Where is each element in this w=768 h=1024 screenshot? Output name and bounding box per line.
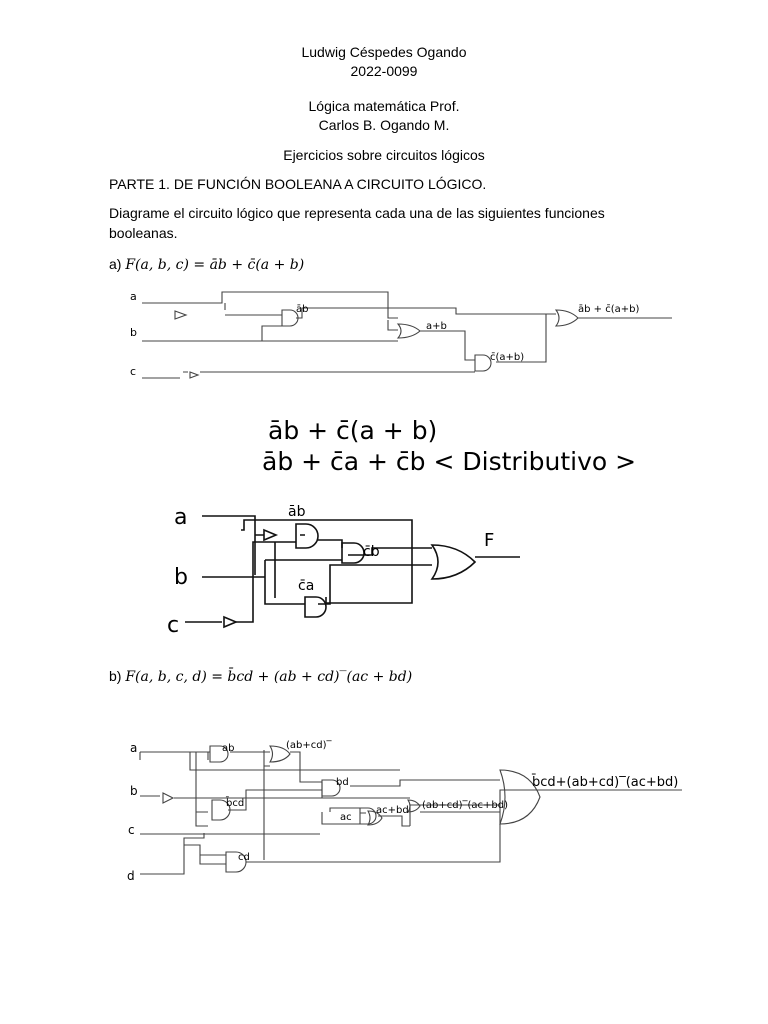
work-line-2: āb + c̄a + c̄b < Distributivo > bbox=[262, 447, 637, 476]
d3-label-bd: bd bbox=[336, 777, 349, 788]
d1-label-ab: āb bbox=[296, 304, 308, 315]
d1-input-b: b bbox=[130, 326, 137, 339]
circuit-diagram-a2: a b c āb c̄b c̄a F bbox=[167, 504, 520, 638]
course-title: Lógica matemática Prof. bbox=[308, 98, 460, 114]
d1-input-c: c bbox=[130, 365, 136, 378]
circuit-diagram-a1: a b c āb a+b c̄(a+b) āb + c̄(a+b) bbox=[130, 290, 672, 379]
professor-name: Carlos B. Ogando M. bbox=[318, 117, 450, 133]
document-subject: Ejercicios sobre circuitos lógicos bbox=[283, 147, 485, 163]
exercise-b-heading: b) F(a, b, c, d) = b̄cd + (ab + cd)‾(ac … bbox=[109, 666, 412, 687]
author-name: Ludwig Céspedes Ogando bbox=[301, 44, 467, 60]
d3-label-ac: ac bbox=[340, 812, 352, 823]
exercise-b-function: F(a, b, c, d) = b̄cd + (ab + cd)‾(ac + b… bbox=[125, 669, 413, 685]
d3-input-c: c bbox=[128, 823, 135, 837]
work-line-1: āb + c̄(a + b) bbox=[268, 416, 438, 445]
d3-input-b: b bbox=[130, 784, 138, 798]
d2-input-c: c bbox=[167, 613, 179, 638]
d3-label-not-ab-cd: (ab+cd)‾ bbox=[286, 740, 333, 751]
d3-input-d: d bbox=[127, 869, 135, 883]
d1-input-a: a bbox=[130, 290, 137, 303]
d2-input-b: b bbox=[174, 565, 188, 590]
exercise-b-label: b) bbox=[109, 668, 122, 684]
d1-label-a-or-b: a+b bbox=[426, 321, 447, 332]
d3-label-ac-or-bd: ac+bd bbox=[376, 805, 409, 816]
part-instruction: Diagrame el circuito lógico que represen… bbox=[109, 205, 605, 241]
d3-output-label: b̄cd+(ab+cd)‾(ac+bd) bbox=[531, 775, 678, 790]
d2-label-ca: c̄a bbox=[298, 578, 314, 594]
d1-label-cab: c̄(a+b) bbox=[490, 352, 524, 363]
d3-input-a: a bbox=[130, 741, 137, 755]
d2-input-a: a bbox=[174, 505, 187, 530]
part-title: PARTE 1. DE FUNCIÓN BOOLEANA A CIRCUITO … bbox=[109, 176, 487, 192]
d2-label-ab: āb bbox=[288, 504, 306, 520]
student-id: 2022-0099 bbox=[350, 63, 418, 79]
exercise-a-function: F(a, b, c) = āb + c̄(a + b) bbox=[125, 257, 305, 273]
d3-label-ab: ab bbox=[222, 743, 234, 754]
d3-label-bcd: b̄cd bbox=[226, 796, 244, 809]
d2-label-cb: c̄b bbox=[363, 544, 380, 560]
d1-label-output: āb + c̄(a+b) bbox=[578, 304, 639, 315]
exercise-a-label: a) bbox=[109, 256, 122, 272]
d3-label-product: (ab+cd)‾(ac+bd) bbox=[422, 800, 508, 811]
d2-output-f: F bbox=[484, 530, 494, 551]
circuit-diagram-b: a b c d ab (ab+cd)‾ bd b̄cd ac ac+bd (ab… bbox=[127, 740, 682, 883]
exercise-a-heading: a) F(a, b, c) = āb + c̄(a + b) bbox=[109, 254, 304, 275]
d3-label-cd: cd bbox=[238, 852, 250, 863]
